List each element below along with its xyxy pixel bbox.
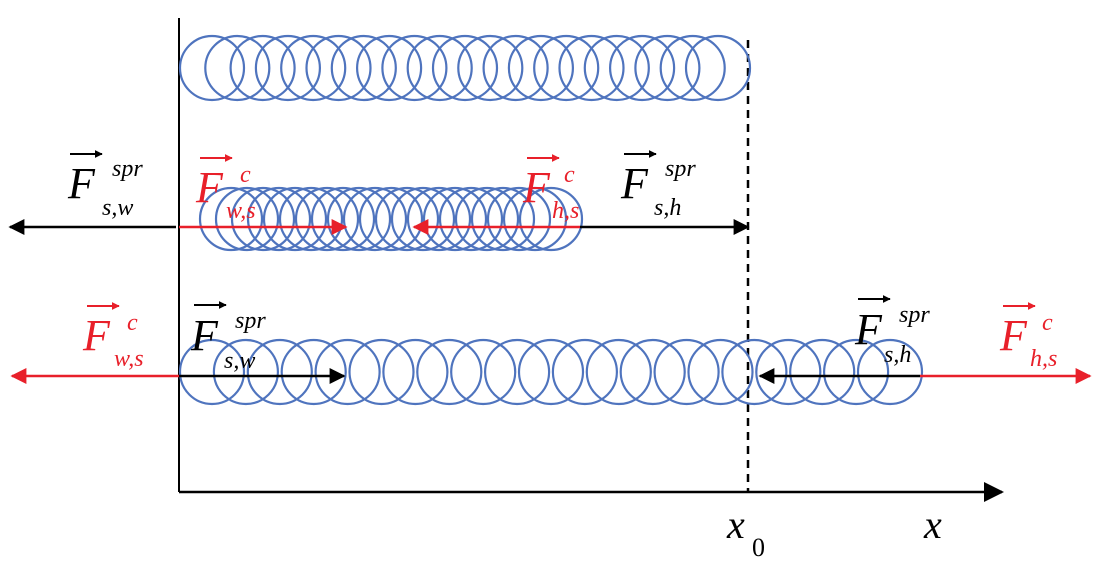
spring-coil	[684, 34, 752, 102]
svg-text:s,h: s,h	[654, 195, 681, 221]
spring-coil	[246, 186, 312, 252]
svg-text:s,h: s,h	[884, 342, 911, 368]
label-row2-contact-force-hand: F c h,s	[522, 154, 579, 224]
spring-coil	[533, 34, 600, 102]
spring-coil	[659, 34, 726, 102]
spring-coil	[262, 186, 328, 252]
svg-text:spr: spr	[899, 302, 930, 328]
spring-coil	[356, 34, 423, 102]
spring-coil	[230, 186, 296, 252]
label-row3-contact-force-wall: F c w,s	[82, 302, 144, 372]
spring-coil	[457, 34, 524, 102]
spring-coil	[382, 338, 449, 406]
spring-coil	[518, 186, 584, 252]
svg-text:F: F	[82, 311, 111, 360]
svg-text:s,w: s,w	[102, 195, 133, 221]
svg-text:w,s: w,s	[114, 346, 144, 372]
spring-coil	[214, 186, 280, 252]
spring-coil	[558, 34, 625, 102]
spring-stretched	[178, 338, 924, 406]
spring-coil	[198, 186, 264, 252]
spring-coil	[507, 34, 575, 102]
spring-coil	[204, 34, 271, 102]
spring-relaxed	[178, 34, 752, 102]
svg-text:spr: spr	[665, 156, 696, 182]
spring-coil	[326, 186, 392, 252]
label-row3-spring-force-wall: F spr s,w	[190, 301, 266, 374]
svg-text:F: F	[67, 159, 96, 208]
svg-text:h,s: h,s	[1030, 346, 1057, 372]
spring-coil	[585, 338, 652, 406]
spring-coil	[314, 338, 381, 406]
spring-coil	[348, 338, 415, 406]
spring-coil	[212, 338, 279, 406]
spring-coil	[381, 34, 448, 102]
spring-coil	[619, 338, 686, 406]
spring-coil	[406, 186, 472, 252]
svg-text:F: F	[854, 305, 883, 354]
x0-subscript: 0	[752, 533, 765, 562]
spring-compressed	[198, 186, 584, 252]
spring-coil	[755, 338, 822, 406]
spring-coil	[583, 34, 650, 102]
label-row3-spring-force-hand: F spr s,h	[854, 295, 930, 368]
spring-coil	[856, 338, 924, 406]
svg-text:F: F	[195, 163, 224, 212]
svg-text:c: c	[240, 162, 251, 188]
spring-coil	[280, 34, 347, 102]
label-row3-contact-force-hand: F c h,s	[999, 302, 1057, 372]
spring-coil	[406, 34, 473, 102]
spring-coil	[502, 186, 568, 252]
spring-coil	[450, 338, 517, 406]
label-row2-spring-force-wall: F spr s,w	[67, 150, 143, 221]
x-axis-label: x	[923, 502, 942, 547]
spring-coil	[431, 34, 499, 102]
x0-label: x	[726, 502, 745, 547]
spring-coil	[454, 186, 520, 252]
spring-coil	[254, 34, 321, 102]
spring-coil	[178, 34, 246, 102]
spring-coil	[330, 34, 397, 102]
svg-text:F: F	[522, 163, 551, 212]
spring-coil	[416, 338, 483, 406]
spring-coil	[608, 34, 676, 102]
label-row2-spring-force-hand: F spr s,h	[620, 150, 696, 221]
spring-coil	[246, 338, 313, 406]
spring-coil	[721, 338, 788, 406]
svg-text:spr: spr	[235, 308, 266, 334]
spring-coil	[390, 186, 456, 252]
spring-coil	[483, 338, 551, 406]
spring-coil	[482, 34, 549, 102]
spring-coil	[470, 186, 536, 252]
spring-coil	[486, 186, 552, 252]
svg-text:s,w: s,w	[224, 348, 255, 374]
svg-text:c: c	[564, 162, 575, 188]
spring-coil	[280, 338, 347, 406]
spring-coil	[229, 34, 296, 102]
svg-text:F: F	[999, 311, 1028, 360]
svg-text:F: F	[190, 311, 219, 360]
svg-text:F: F	[620, 159, 649, 208]
spring-coil	[551, 338, 619, 406]
spring-coil	[438, 186, 504, 252]
spring-coil	[687, 338, 754, 406]
spring-coil	[517, 338, 585, 406]
svg-text:c: c	[1042, 310, 1053, 336]
spring-coil	[310, 186, 376, 252]
svg-text:spr: spr	[112, 156, 143, 182]
spring-coil	[374, 186, 440, 252]
spring-coil	[789, 338, 856, 406]
svg-text:w,s: w,s	[226, 198, 256, 224]
spring-coil	[634, 34, 701, 102]
svg-text:c: c	[127, 310, 138, 336]
spring-coil	[822, 338, 890, 406]
spring-coil	[294, 186, 360, 252]
label-row2-contact-force-wall: F c w,s	[195, 154, 256, 224]
spring-coil	[305, 34, 372, 102]
spring-coil	[653, 338, 720, 406]
svg-text:h,s: h,s	[552, 198, 579, 224]
spring-coil	[178, 338, 246, 406]
